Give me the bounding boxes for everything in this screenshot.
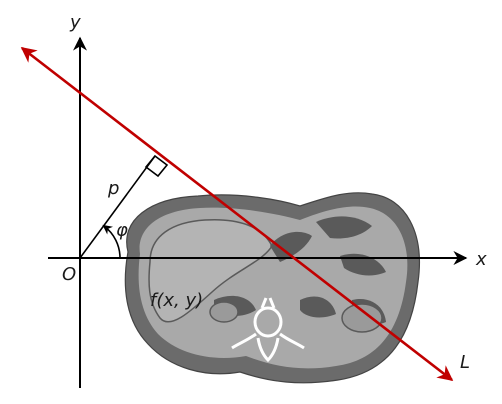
line-label: L [460, 352, 470, 373]
origin-label: O [62, 264, 76, 285]
line-L [20, 46, 454, 382]
body-cross-section [124, 192, 420, 384]
distance-label: p [107, 178, 119, 199]
x-axis-label: x [475, 249, 487, 270]
kidney-right [341, 303, 383, 333]
y-axis-label: y [69, 12, 81, 33]
function-label: f(x, y) [150, 290, 203, 311]
angle-label: φ [116, 220, 128, 241]
kidney-left [209, 301, 239, 323]
